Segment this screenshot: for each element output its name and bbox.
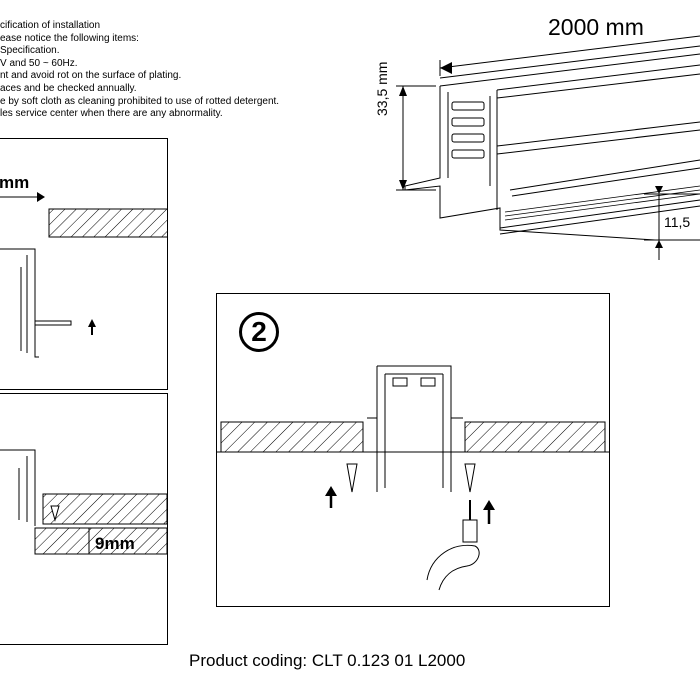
note-line: ease notice the following items: (0, 32, 139, 44)
step-number-badge: 2 (239, 312, 279, 352)
product-coding: Product coding: CLT 0.123 01 L2000 (189, 651, 466, 670)
note-line: V and 50 ~ 60Hz. (0, 57, 78, 69)
cutout-dimension: mm (0, 173, 30, 192)
panel-step-1: mm (0, 138, 168, 390)
installation-notes: cification of installation ease notice t… (0, 20, 320, 121)
note-line: e by soft cloth as cleaning prohibited t… (0, 95, 280, 107)
note-line: les service center when there are any ab… (0, 108, 223, 120)
step-3-drawing (0, 449, 167, 555)
panel-step-2: 2 (216, 293, 610, 607)
note-line: cification of installation (0, 20, 101, 31)
step-2-drawing (217, 365, 609, 591)
length-dimension: 2000 mm (548, 14, 644, 40)
note-line: nt and avoid rot on the surface of plati… (0, 70, 182, 82)
note-line: Specification. (0, 45, 60, 57)
step-1-drawing (0, 192, 167, 358)
note-line: aces and be checked annually. (0, 82, 137, 94)
small-height-dimension: 11,5 (664, 214, 691, 230)
panel-step-3: 9mm (0, 393, 168, 645)
height-dimension: 33,5 mm (374, 61, 390, 116)
